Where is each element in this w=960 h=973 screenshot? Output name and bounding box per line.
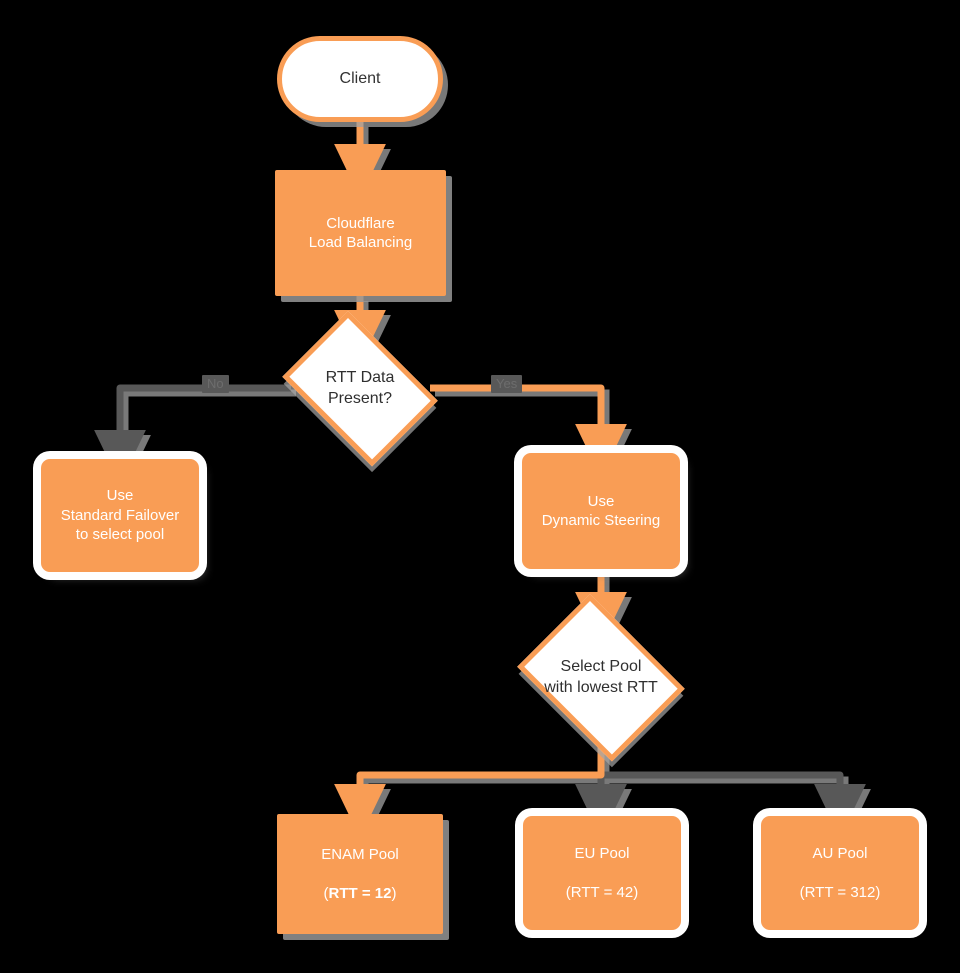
node-select-pool[interactable]: Select Pool with lowest RTT [513, 593, 689, 763]
node-au-pool-name: AU Pool [812, 844, 868, 862]
node-enam-pool-label: ENAM Pool (RTT = 12) [321, 825, 399, 923]
au-rtt-close-paren: ) [875, 883, 881, 901]
diamond-shape [516, 593, 686, 763]
node-enam-pool[interactable]: ENAM Pool (RTT = 12) [277, 814, 443, 934]
enam-rtt-value: RTT = 12 [328, 884, 392, 902]
edge-rtt-no [94, 384, 291, 484]
node-enam-pool-rtt: (RTT = 12) [321, 884, 399, 904]
diamond-shape [281, 310, 439, 468]
au-rtt-open-paren: ( [799, 883, 805, 901]
node-au-pool-label: AU Pool (RTT = 312) [800, 824, 881, 922]
edge-rtt-yes [430, 384, 627, 478]
node-au-pool-rtt: (RTT = 312) [800, 883, 881, 903]
edge-select-au [601, 771, 866, 838]
eu-rtt-close-paren: ) [633, 883, 639, 901]
node-rtt-data-present[interactable]: RTT Data Present? [277, 310, 443, 468]
node-client-label: Client [339, 69, 381, 87]
node-eu-pool-label: EU Pool (RTT = 42) [566, 824, 638, 922]
node-standard-failover-label: Use Standard Failover to select pool [60, 487, 180, 544]
edge-select-enam [334, 744, 605, 838]
node-eu-pool-name: EU Pool [574, 844, 630, 862]
node-eu-pool[interactable]: EU Pool (RTT = 42) [523, 816, 681, 930]
node-client[interactable]: Client [277, 36, 443, 122]
node-standard-failover[interactable]: Use Standard Failover to select pool [41, 459, 199, 572]
edge-label-yes: Yes [491, 375, 523, 394]
node-dynamic-steering-label: Use Dynamic Steering [541, 492, 661, 530]
node-load-balancing[interactable]: Cloudflare Load Balancing [275, 170, 446, 296]
node-eu-pool-rtt: (RTT = 42) [566, 883, 638, 903]
au-rtt-value: RTT = 312 [804, 883, 876, 901]
eu-rtt-value: RTT = 42 [570, 883, 634, 901]
enam-rtt-close-paren: ) [391, 884, 397, 902]
node-au-pool[interactable]: AU Pool (RTT = 312) [761, 816, 919, 930]
edge-label-no: No [202, 375, 229, 394]
eu-rtt-open-paren: ( [565, 883, 571, 901]
node-dynamic-steering[interactable]: Use Dynamic Steering [522, 453, 680, 569]
node-enam-pool-name: ENAM Pool [321, 845, 399, 863]
enam-rtt-open-paren: ( [323, 884, 329, 902]
node-load-balancing-label: Cloudflare Load Balancing [308, 214, 413, 252]
